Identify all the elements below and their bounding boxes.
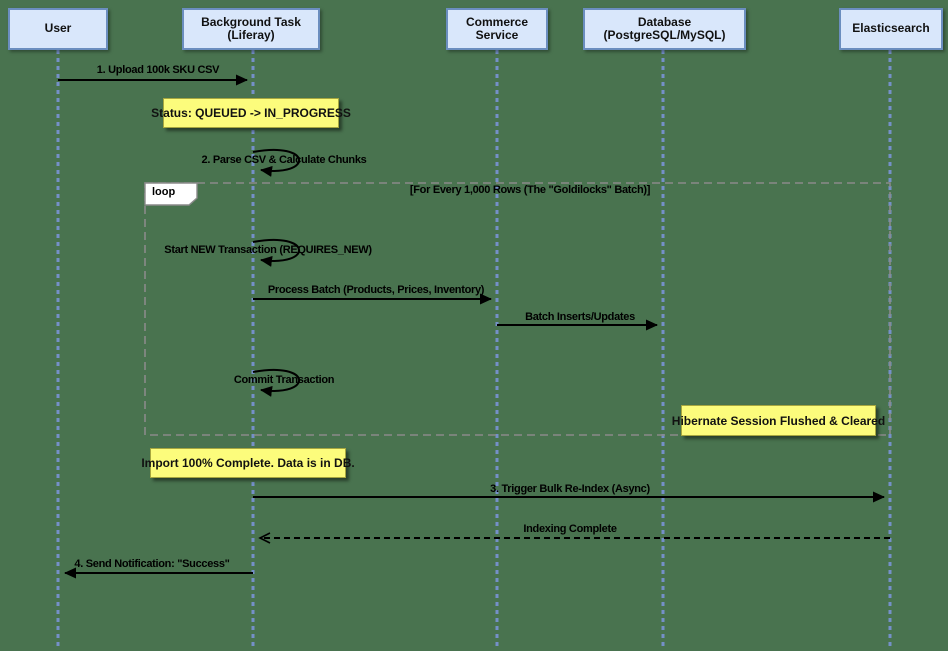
participant-commerce-service: Commerce Service [446,8,548,50]
note-status-queued: Status: QUEUED -> IN_PROGRESS [151,98,351,128]
message-label-batch-inserts: Batch Inserts/Updates [525,311,635,323]
participant-user: User [8,8,108,50]
message-label-commit-transaction: Commit Transaction [233,374,335,386]
message-label-process-batch: Process Batch (Products, Prices, Invento… [267,284,485,296]
note-import-complete: Import 100% Complete. Data is in DB. [141,448,355,478]
loop-fragment-pentagon [144,182,198,206]
arrow-commit-transaction-self [252,368,301,397]
message-label-upload-csv: 1. Upload 100k SKU CSV [96,64,220,76]
loop-fragment-label: loop [152,186,176,198]
message-label-trigger-reindex: 3. Trigger Bulk Re-Index (Async) [490,483,650,495]
participant-elasticsearch: Elasticsearch [839,8,943,50]
message-label-start-transaction: Start NEW Transaction (REQUIRES_NEW) [164,244,372,256]
arrow-parse-csv-self [252,148,301,177]
arrow-start-transaction-self [252,238,301,267]
message-label-send-notification: 4. Send Notification: "Success" [74,558,230,570]
message-label-indexing-complete: Indexing Complete [523,523,617,535]
loop-fragment-frame [144,182,891,436]
message-label-parse-csv: 2. Parse CSV & Calculate Chunks [201,154,367,166]
loop-fragment-condition: [For Every 1,000 Rows (The "Goldilocks" … [409,184,651,196]
note-hibernate-session: Hibernate Session Flushed & Cleared [672,405,885,436]
participant-background-task: Background Task (Liferay) [182,8,320,50]
participant-database: Database (PostgreSQL/MySQL) [583,8,746,50]
